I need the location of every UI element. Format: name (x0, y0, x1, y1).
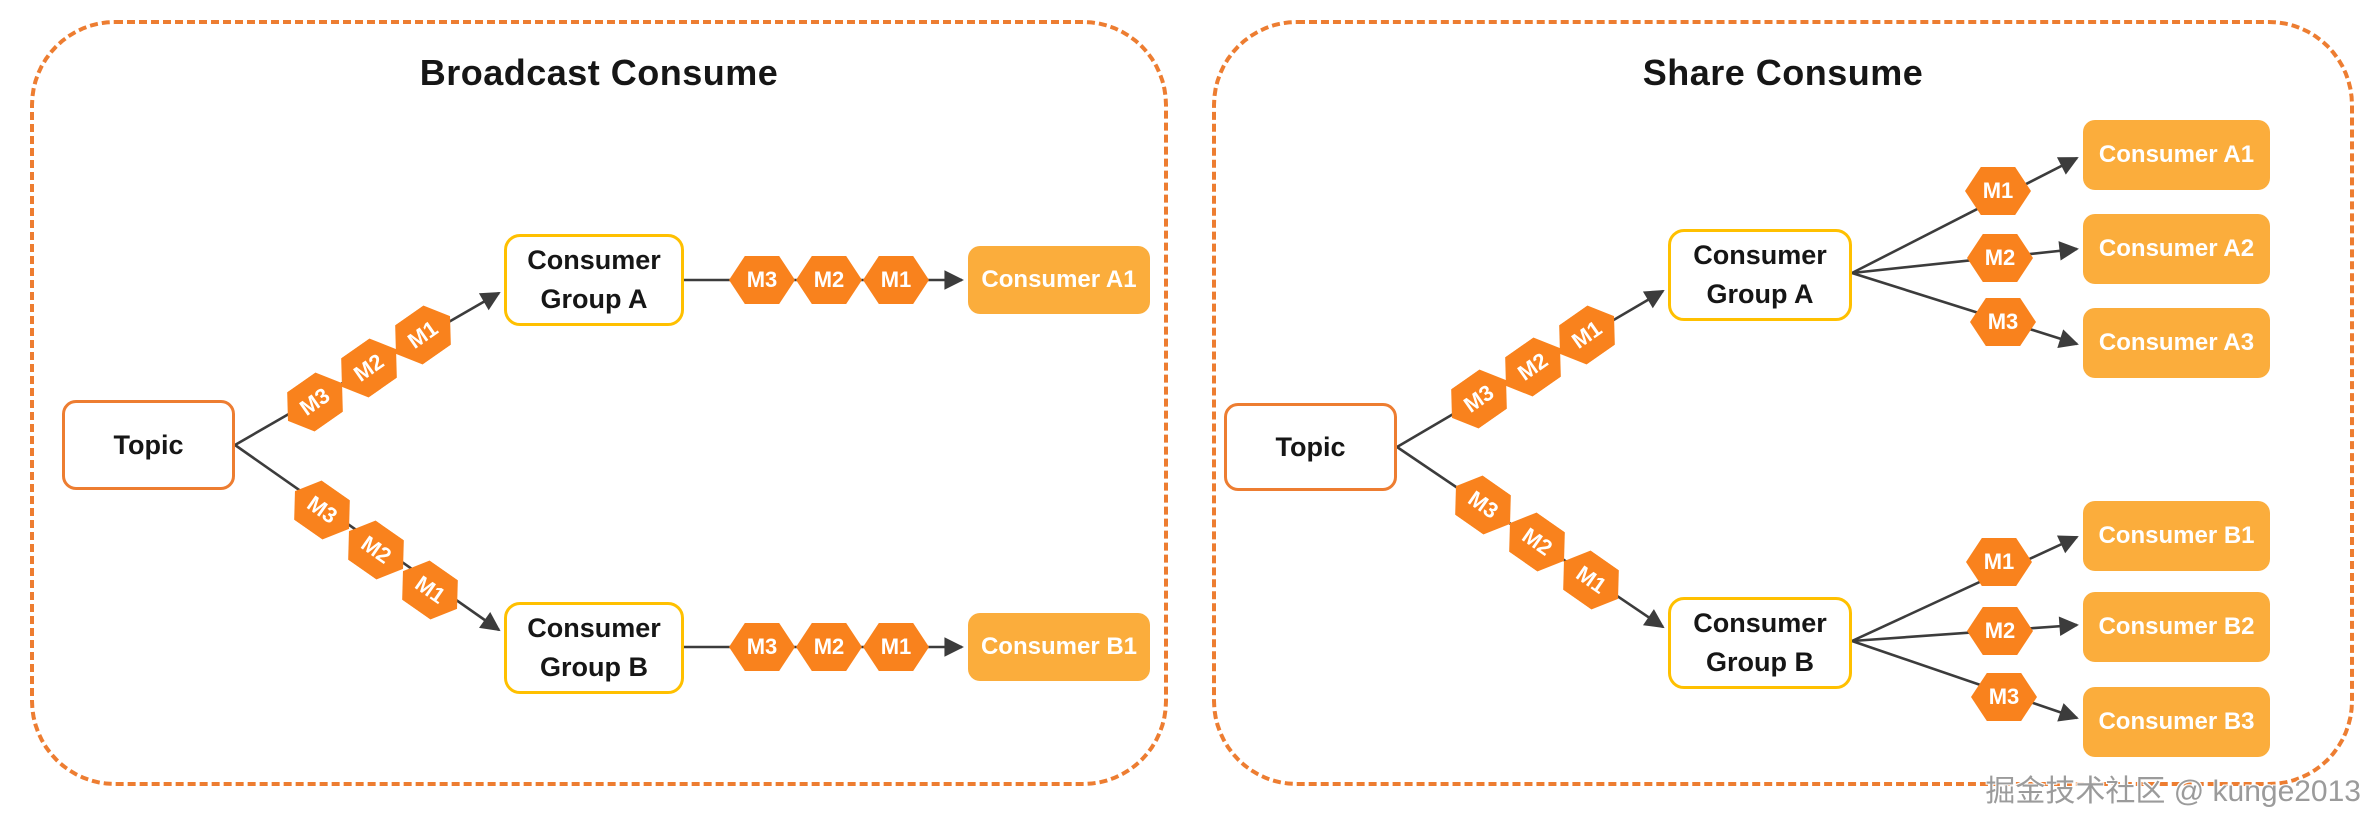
message-hexagon-m2: M2 (796, 623, 862, 671)
arrow-share-group-b-to-consumer-b1 (1851, 535, 2079, 643)
message-hexagon-m2: M2 (1967, 234, 2033, 282)
group-label-line: Consumer (527, 612, 661, 643)
group-label-line: Consumer (1693, 239, 1827, 270)
group-label-line: Group B (540, 652, 648, 682)
share-consumer-group-b-box: Consumer Group B (1668, 597, 1852, 689)
broadcast-consumer-group-a-box: Consumer Group A (504, 234, 684, 326)
message-hexagon-m3: M3 (729, 623, 795, 671)
share-consumer-a3-box: Consumer A3 (2083, 308, 2270, 378)
message-hexagon-m1: M1 (1965, 167, 2031, 215)
consumer-label: Consumer B1 (2098, 522, 2255, 549)
broadcast-consumer-group-b-box: Consumer Group B (504, 602, 684, 694)
consumer-label: Consumer B2 (2098, 613, 2255, 640)
share-panel-title: Share Consume (1642, 52, 1924, 93)
group-label-line: Group A (540, 284, 648, 314)
group-label-line: Group A (1706, 279, 1814, 309)
consumer-label: Consumer B3 (2098, 708, 2255, 735)
message-hexagon-m3: M3 (1970, 298, 2036, 346)
broadcast-consumer-b1-box: Consumer B1 (968, 613, 1150, 681)
consumer-label: Consumer A1 (2098, 141, 2255, 168)
message-hexagon-m1: M1 (1966, 538, 2032, 586)
message-hexagon-m3: M3 (1971, 673, 2037, 721)
share-consumer-group-a-box: Consumer Group A (1668, 229, 1852, 321)
message-hexagon-m3: M3 (729, 256, 795, 304)
consumer-label: Consumer A3 (2098, 329, 2255, 356)
share-consumer-b2-box: Consumer B2 (2083, 592, 2270, 662)
arrow-share-group-a-to-consumer-a1 (1851, 156, 2079, 275)
arrow-share-group-b-to-consumer-b2 (1851, 616, 2079, 643)
broadcast-topic-label: Topic (113, 429, 184, 460)
message-hexagon-m2: M2 (796, 256, 862, 304)
watermark: 掘金技术社区 @ kunge2013 (1985, 775, 2361, 808)
broadcast-topic-box: Topic (62, 400, 235, 490)
share-consumer-a1-box: Consumer A1 (2083, 120, 2270, 190)
message-hexagon-m1: M1 (863, 623, 929, 671)
broadcast-consumer-a1-box: Consumer A1 (968, 246, 1150, 314)
group-label-line: Group B (1706, 647, 1814, 677)
consumer-label: Consumer A1 (981, 266, 1137, 293)
consumer-label: Consumer A2 (2098, 235, 2255, 262)
message-hexagon-m2: M2 (1967, 607, 2033, 655)
group-label-line: Consumer (527, 244, 661, 275)
group-label-line: Consumer (1693, 607, 1827, 638)
arrow-share-group-a-to-consumer-a3 (1851, 271, 2079, 349)
share-consumer-b3-box: Consumer B3 (2083, 687, 2270, 757)
message-hexagon-m1: M1 (863, 256, 929, 304)
share-topic-box: Topic (1224, 403, 1397, 491)
arrow-share-group-a-to-consumer-a2 (1851, 241, 2079, 275)
share-topic-label: Topic (1275, 431, 1346, 462)
share-consumer-a2-box: Consumer A2 (2083, 214, 2270, 284)
share-consumer-b1-box: Consumer B1 (2083, 501, 2270, 571)
broadcast-panel-title: Broadcast Consume (419, 52, 779, 93)
arrow-share-group-b-to-consumer-b3 (1851, 639, 2079, 722)
consumer-label: Consumer B1 (980, 633, 1138, 660)
